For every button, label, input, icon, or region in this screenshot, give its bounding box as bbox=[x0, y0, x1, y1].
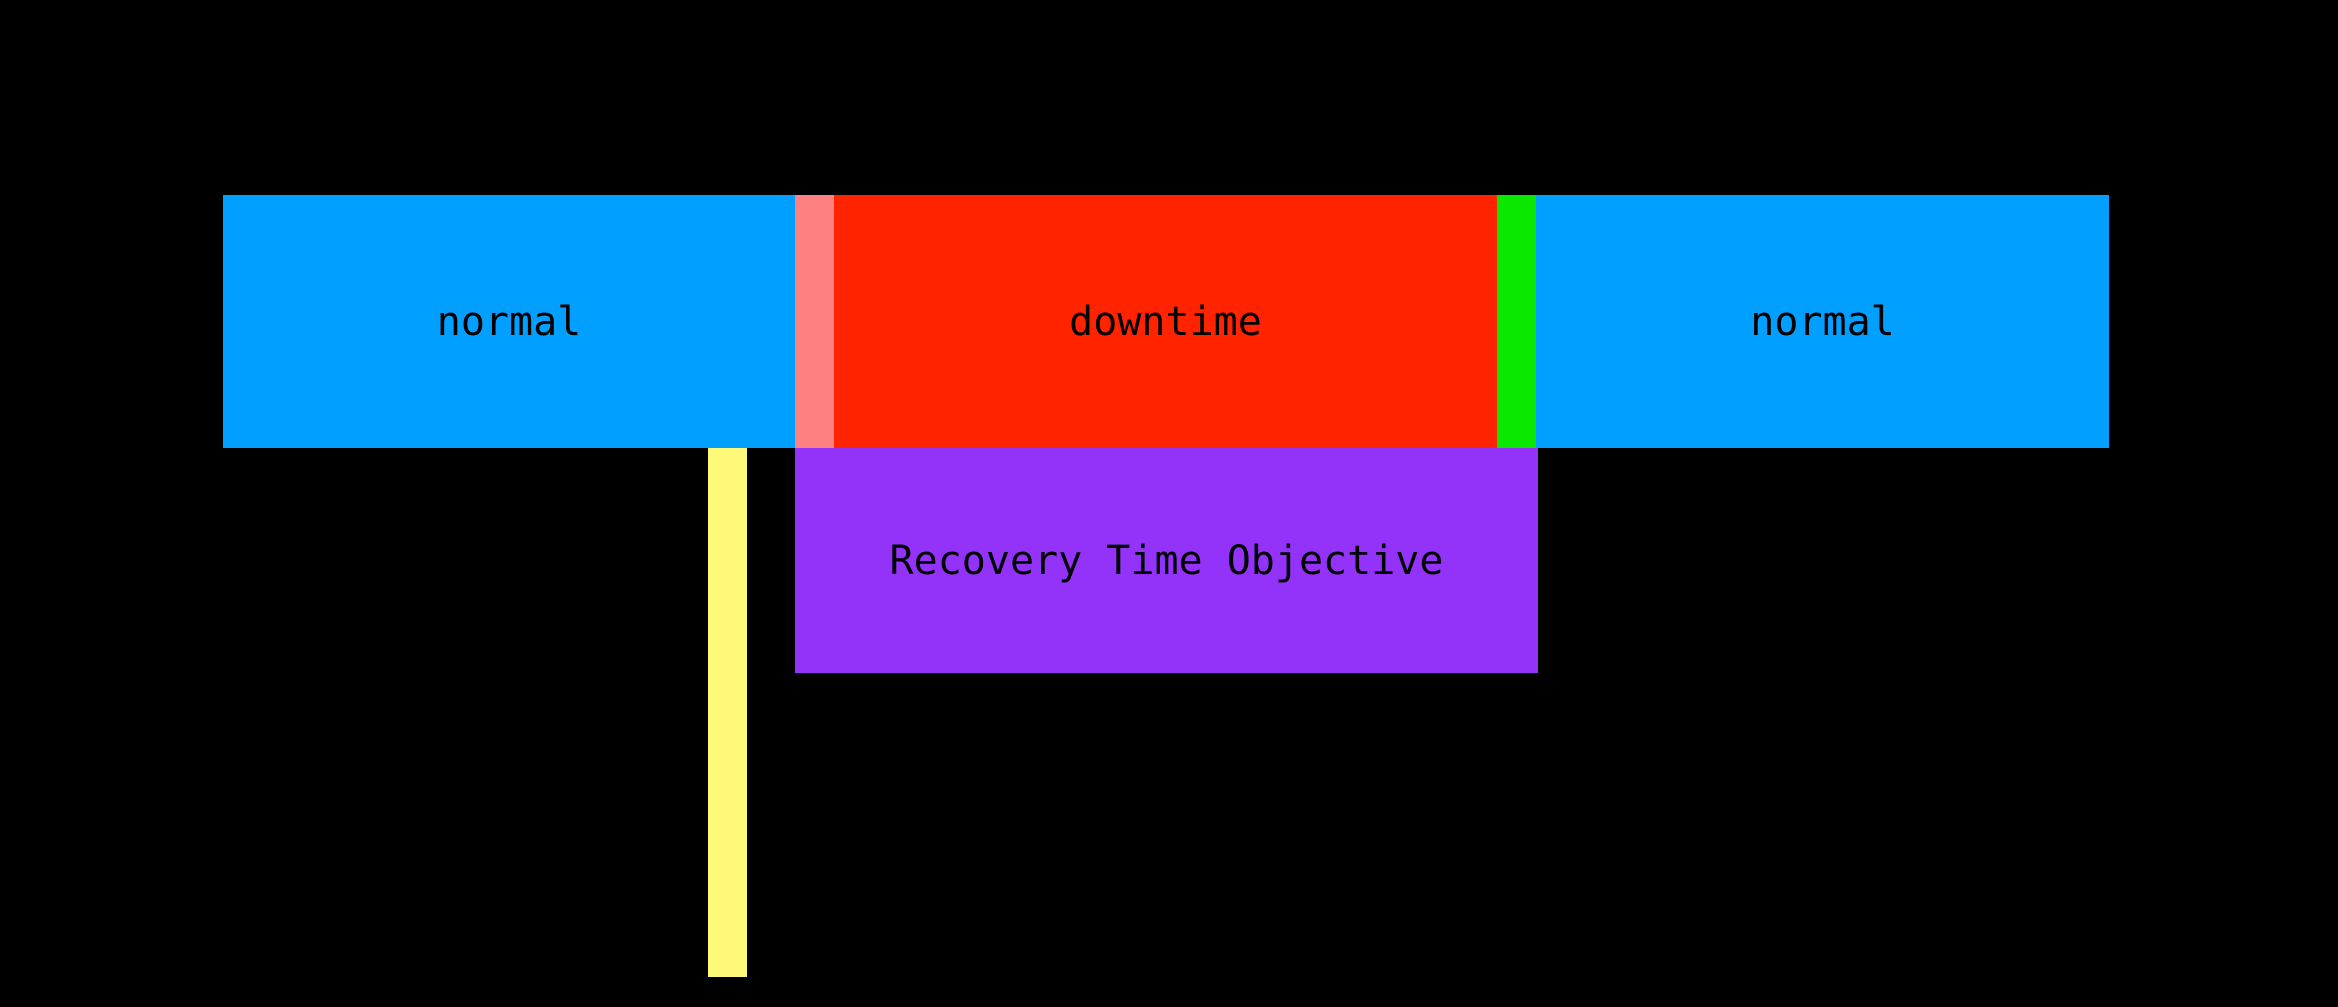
timeline-segment-restoration[interactable] bbox=[1497, 195, 1536, 448]
timeline-segment-degradation[interactable] bbox=[795, 195, 834, 448]
recovery-time-objective-label: Recovery Time Objective bbox=[889, 537, 1444, 584]
recovery-time-objective-box[interactable]: Recovery Time Objective bbox=[795, 448, 1538, 673]
timeline-segment-normal-after-label: normal bbox=[1750, 298, 1895, 345]
timeline-bar: normal downtime normal bbox=[223, 195, 2109, 448]
timeline-segment-normal-before[interactable]: normal bbox=[223, 195, 795, 448]
timeline-segment-normal-after[interactable]: normal bbox=[1536, 195, 2109, 448]
failure-event-marker[interactable] bbox=[708, 448, 747, 977]
timeline-segment-downtime-label: downtime bbox=[1069, 298, 1262, 345]
timeline-segment-downtime[interactable]: downtime bbox=[834, 195, 1497, 448]
timeline-segment-normal-before-label: normal bbox=[436, 298, 582, 345]
